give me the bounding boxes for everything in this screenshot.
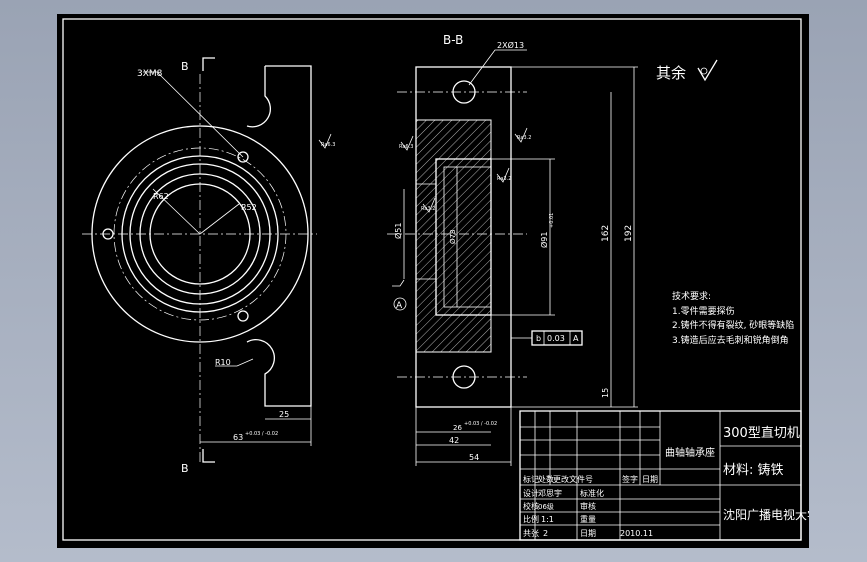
front-view: 3XM8 R62 R52 R10 B B 25 63 +0.03 / -0.02… xyxy=(82,57,335,475)
row-label: 比例 xyxy=(523,514,539,524)
bore-circle xyxy=(149,183,251,285)
section-view: B-B 2XØ13 Ra6.3 Ra3.2 Ra3.2 Ra3.2 b 0.03… xyxy=(387,33,638,466)
tapped-hole-icon xyxy=(102,228,114,240)
section-label: B-B xyxy=(443,33,463,47)
dim-h162: 162 xyxy=(601,225,611,242)
callout-bolt-holes: 2XØ13 xyxy=(497,40,524,50)
mounting-lug xyxy=(246,65,312,407)
dim-d78: Ø78 xyxy=(449,230,457,244)
roughness-label: Ra6.3 xyxy=(321,142,335,148)
row-label: 共张 xyxy=(523,529,539,538)
roughness-label: Ra6.3 xyxy=(399,144,413,150)
drawing-border xyxy=(62,18,802,541)
dim-d26: 26 xyxy=(453,424,462,432)
cut-mark-bottom: B xyxy=(181,462,189,475)
header-date: 日期 xyxy=(642,475,658,484)
leader-2xd13 xyxy=(468,49,527,86)
dim-d51: Ø51 xyxy=(393,223,403,239)
row-value: 1:1 xyxy=(541,515,554,524)
dim-w42: 42 xyxy=(449,436,459,445)
row-value: 2010.11 xyxy=(620,529,653,538)
part-name: 曲轴轴承座 xyxy=(665,446,715,459)
row-label: 审核 xyxy=(580,501,596,511)
other-finish-label: 其余 xyxy=(656,64,686,82)
roughness-icon xyxy=(496,167,510,183)
roughness-general-icon xyxy=(697,59,718,82)
datum-label: A xyxy=(396,301,403,311)
header-change-doc: 更改文件号 xyxy=(553,474,593,484)
drawing-sheet: 3XM8 R62 R52 R10 B B 25 63 +0.03 / -0.02… xyxy=(57,14,809,548)
boss-circle xyxy=(121,155,279,313)
section-cut-mark-top xyxy=(202,57,215,71)
callout-r52: R52 xyxy=(241,203,257,212)
material: 材料: 铸铁 xyxy=(723,462,784,478)
title-block: 标记 处数 更改文件号 签字 日期 设计 邓思宇 标准化 校核 06级 审核 比… xyxy=(519,410,809,541)
callout-r62: R62 xyxy=(153,192,169,201)
dim-d63: 63 xyxy=(233,433,243,442)
tolerance-value: 0.03 xyxy=(547,334,565,343)
header-sign: 签字 xyxy=(622,474,638,484)
row-value: 邓思宇 xyxy=(538,488,562,498)
roughness-icon xyxy=(514,127,528,143)
roughness-icon xyxy=(400,135,414,151)
row-label: 设计 xyxy=(523,488,539,498)
roughness-label: Ra3.2 xyxy=(421,206,435,212)
callout-tap-holes: 3XM8 xyxy=(137,69,163,79)
dim-w25: 25 xyxy=(279,410,289,419)
leader-r52 xyxy=(199,203,240,235)
company: 沈阳广播电视大学 xyxy=(723,507,809,522)
dim-h192: 192 xyxy=(624,225,634,242)
datum-triangle-icon xyxy=(392,279,405,287)
dim-d63-tol: +0.03 / -0.02 xyxy=(245,431,278,437)
section-cut-mark-bottom xyxy=(202,449,215,463)
row-value: 06级 xyxy=(538,502,554,511)
roughness-label: Ra3.2 xyxy=(517,135,531,141)
header-mark: 标记 xyxy=(523,474,539,484)
callout-r10: R10 xyxy=(215,358,231,367)
dim-d91: Ø91 xyxy=(539,232,549,248)
datum-circle-icon xyxy=(393,297,407,311)
row-label: 校核 xyxy=(523,501,539,511)
dim-d26-tol: +0.03 / -0.02 xyxy=(464,421,497,427)
header-count: 处数 xyxy=(538,474,554,484)
roughness-label: Ra3.2 xyxy=(497,176,511,182)
leader-3xm8 xyxy=(143,71,244,158)
flange-outer-circle xyxy=(91,125,309,343)
note-item: 1.零件需要探伤 xyxy=(672,305,735,317)
groove-circle xyxy=(129,163,271,305)
title-block-frame xyxy=(519,410,802,541)
drawing-canvas: 3XM8 R62 R52 R10 B B 25 63 +0.03 / -0.02… xyxy=(62,18,809,541)
tolerance-datum: A xyxy=(573,334,579,343)
notes-title: 技术要求: xyxy=(672,290,711,302)
roughness-circle-icon xyxy=(700,67,708,75)
row-label: 重量 xyxy=(580,514,596,524)
roughness-icon xyxy=(318,133,332,149)
dim-w54: 54 xyxy=(469,453,479,462)
dim-d15: 15 xyxy=(601,388,610,398)
bolt-circle xyxy=(113,147,287,321)
inner-step-circle xyxy=(139,173,261,295)
technical-notes: 技术要求: 1.零件需要探伤 2.铸件不得有裂纹, 砂眼等缺陷 3.铸造后应去毛… xyxy=(672,290,794,346)
note-item: 2.铸件不得有裂纹, 砂眼等缺陷 xyxy=(672,319,794,331)
row-label: 日期 xyxy=(580,529,596,538)
cut-mark-top: B xyxy=(181,60,189,73)
bore-step xyxy=(443,166,492,308)
dim-d91-tol: +0.01 xyxy=(549,213,555,228)
leader-r62 xyxy=(152,188,201,235)
project-title: 300型直切机 xyxy=(723,426,800,441)
tolerance-symbol: b xyxy=(536,334,541,343)
tapped-hole-icon xyxy=(237,151,249,163)
row-value: 2 xyxy=(543,529,548,538)
tolerance-frame xyxy=(531,330,583,346)
roughness-icon xyxy=(422,197,436,213)
note-item: 3.铸造后应去毛刺和锐角倒角 xyxy=(672,334,789,346)
leader-r10 xyxy=(215,358,254,367)
tapped-hole-icon xyxy=(237,310,249,322)
row-label: 标准化 xyxy=(580,488,604,498)
